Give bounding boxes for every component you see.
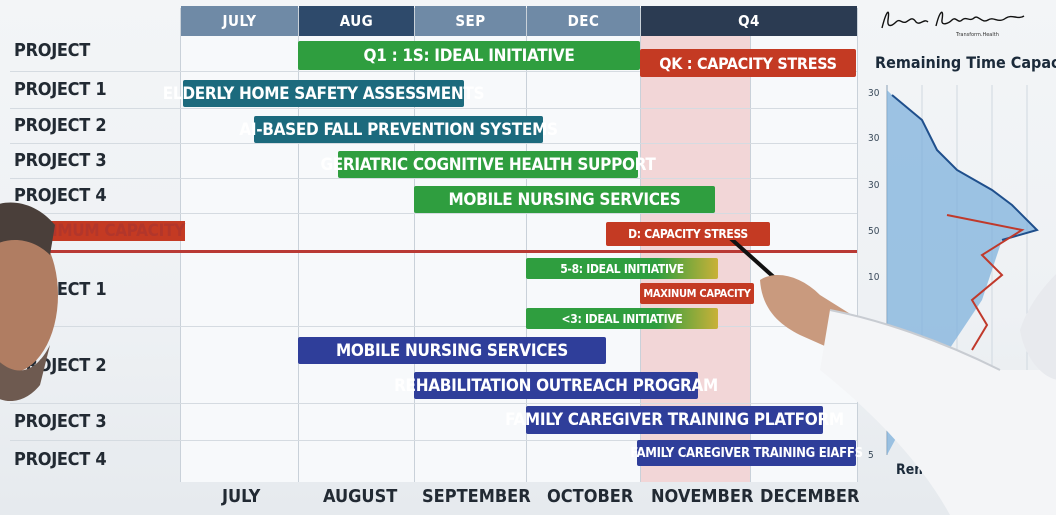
row-label-project-1: PROJECT 1: [14, 79, 107, 100]
month-label-december: DECEMBER: [760, 486, 860, 507]
grid-line: [857, 8, 858, 482]
row-label-project-2: PROJECT 2: [14, 115, 107, 136]
maximum-capacity-line: [10, 250, 857, 253]
month-label-september: SEPTEMBER: [422, 486, 531, 507]
presenter-right-arm: [729, 240, 1056, 515]
side-tick: 50: [868, 226, 880, 237]
side-tick: 30: [868, 180, 880, 191]
bar-family-caregiver-eiaffs[interactable]: FAMILY CAREGIVER TRAINING EIAFFS: [630, 440, 863, 466]
signature-logo: Transform.Health: [881, 11, 1025, 38]
grid-line: [180, 8, 181, 482]
side-tick: 10: [868, 272, 880, 283]
header-month-dec: DEC: [527, 6, 640, 36]
row-separator: [10, 440, 857, 441]
grid-line: [298, 8, 299, 482]
svg-text:Transform.Health: Transform.Health: [955, 32, 999, 38]
month-label-november: NOVEMBER: [651, 486, 754, 507]
header-quarter-q4: Q4: [641, 6, 857, 36]
row-separator: [10, 108, 857, 109]
bar-geriatric-cognitive[interactable]: GERIATRIC COGNITIVE HEALTH SUPPORT: [320, 151, 656, 178]
bar-ai-fall-prevention[interactable]: AI-BASED FALL PREVENTION SYSTEMS: [239, 116, 558, 143]
side-tick: 5: [868, 450, 874, 461]
header-month-aug: AUG: [299, 6, 414, 36]
bar-q1-ideal-initiative[interactable]: Q1 : 1S: IDEAL INITIATIVE: [298, 41, 640, 70]
side-panel-title: Remaining Time Capacity: [875, 53, 1056, 72]
header-month-july: JULY: [181, 6, 298, 36]
row-label-bottom-project-3: PROJECT 3: [14, 411, 107, 432]
row-label-maximum-capacity: MAXIMUM CAPACITY: [14, 221, 185, 241]
bar-qk-capacity-stress[interactable]: QK : CAPACITY STRESS: [640, 49, 856, 77]
grid-line: [414, 8, 415, 482]
month-label-october: OCTOBER: [547, 486, 634, 507]
bar-capacity-stress[interactable]: D: CAPACITY STRESS: [606, 222, 770, 246]
presenter-left-head: [0, 202, 58, 401]
bar-maximum-capacity[interactable]: MAXINUM CAPACITY: [640, 283, 754, 304]
month-label-august: AUGUST: [323, 486, 398, 507]
row-label-project-3: PROJECT 3: [14, 150, 107, 171]
row-label-project-4: PROJECT 4: [14, 185, 107, 206]
header-month-sep: SEP: [415, 6, 526, 36]
row-separator: [10, 326, 857, 327]
bar-elderly-home-safety[interactable]: ELDERLY HOME SAFETY ASSESSMENTS: [163, 80, 485, 107]
row-separator: [10, 403, 857, 404]
bar-ideal-initiative-1[interactable]: 5-8: IDEAL INITIATIVE: [526, 258, 718, 279]
grid-line: [526, 8, 527, 482]
side-tick: 30: [868, 133, 880, 144]
bar-ideal-initiative-2[interactable]: <3: IDEAL INITIATIVE: [526, 308, 718, 329]
row-label-bottom-project-4: PROJECT 4: [14, 449, 107, 470]
row-separator: [10, 178, 857, 179]
row-separator: [10, 71, 857, 72]
side-tick: 30: [868, 88, 880, 99]
row-separator: [10, 213, 857, 214]
bar-rehabilitation-outreach[interactable]: REHABILITATION OUTREACH PROGRAM: [394, 372, 718, 399]
month-label-july: JULY: [222, 486, 261, 507]
row-label-project: PROJECT: [14, 40, 91, 61]
bar-family-caregiver-platform[interactable]: FAMILY CAREGIVER TRAINING PLATFORM: [505, 406, 844, 434]
bar-mobile-nursing-top[interactable]: MOBILE NURSING SERVICES: [414, 186, 715, 213]
bar-mobile-nursing-bottom[interactable]: MOBILE NURSING SERVICES: [298, 337, 606, 364]
row-separator: [10, 143, 857, 144]
